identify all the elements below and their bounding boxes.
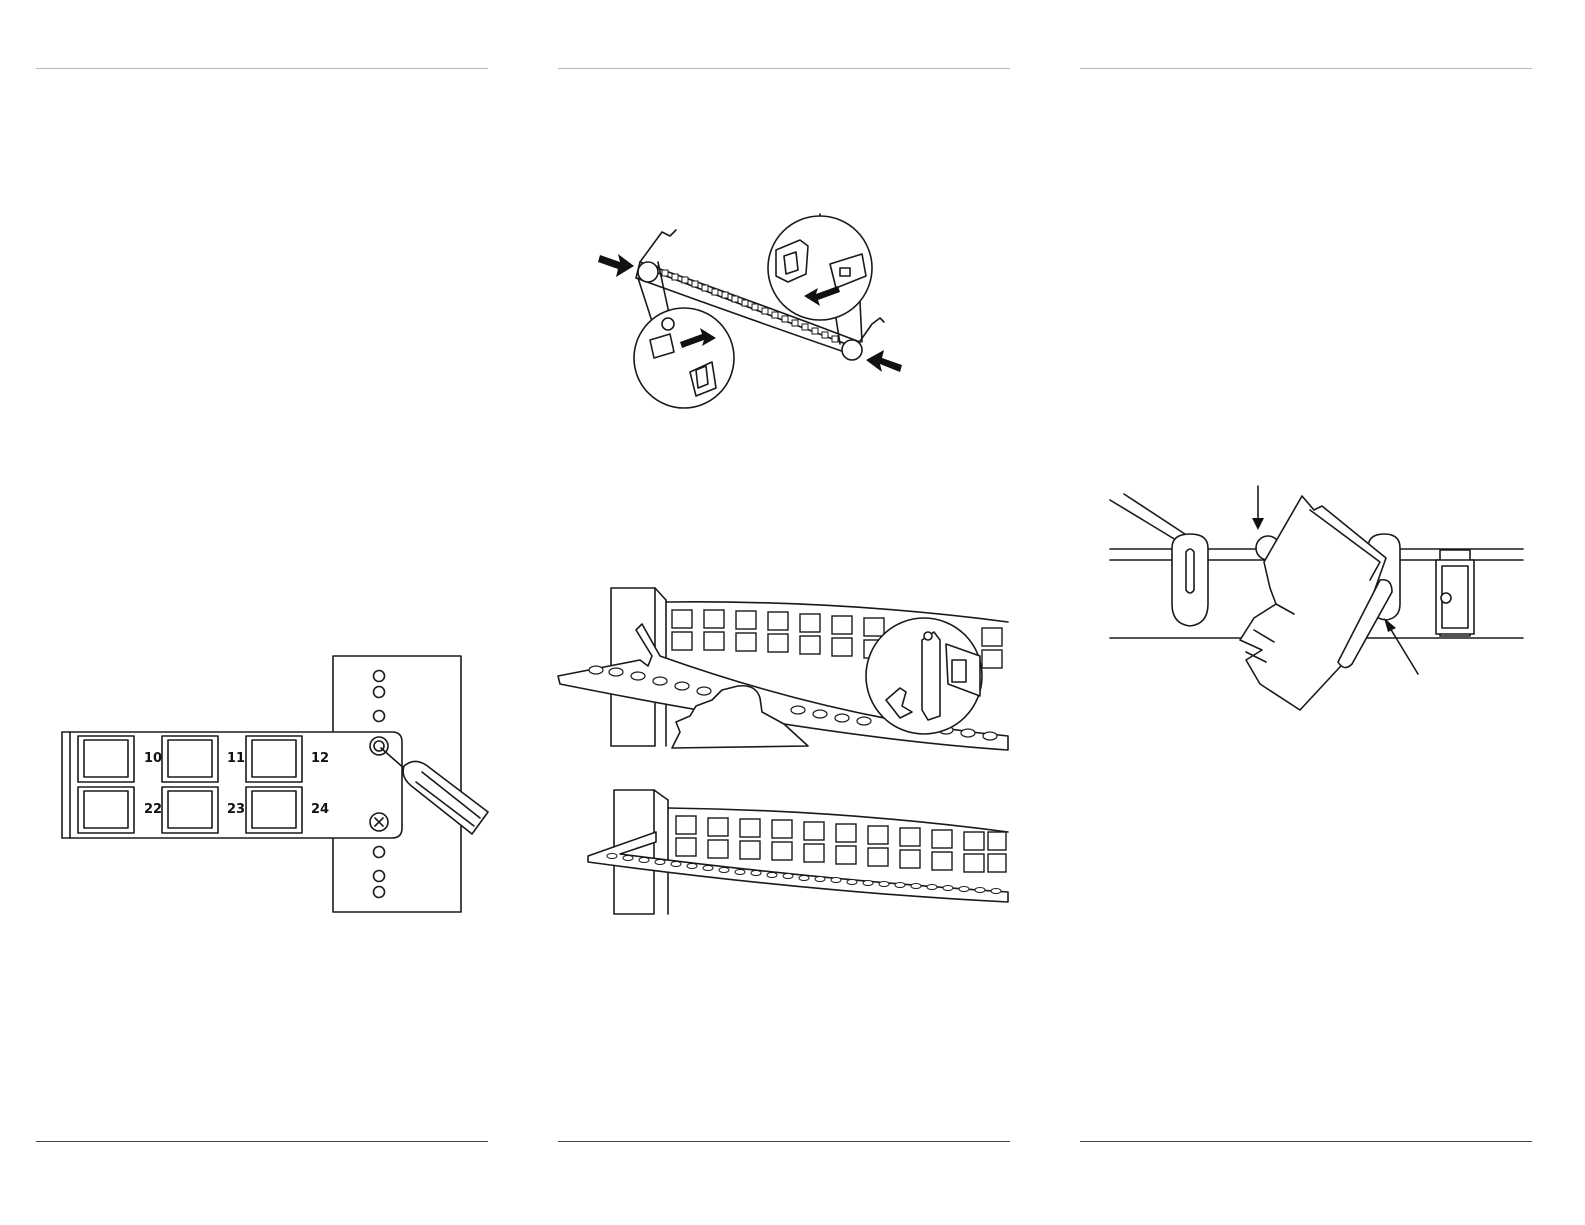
arrow-down-icon — [1252, 518, 1264, 530]
nut-icon — [1441, 593, 1451, 603]
pointer-arrow-icon — [1384, 618, 1396, 632]
left-clip — [1172, 534, 1208, 626]
hand-icon-right — [1240, 496, 1386, 710]
